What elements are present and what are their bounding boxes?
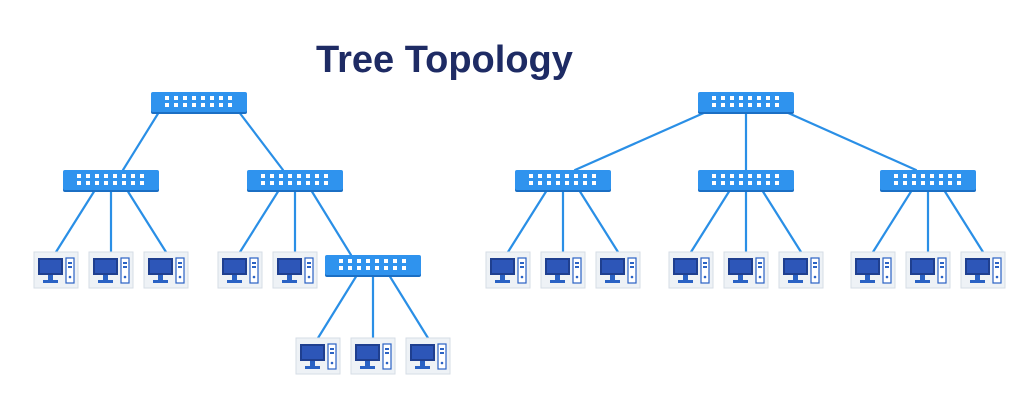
network-link: [309, 188, 353, 257]
network-link: [942, 188, 985, 254]
desktop-computer-icon: [668, 251, 714, 289]
network-link: [121, 110, 161, 172]
network-switch-icon: [698, 92, 794, 114]
desktop-computer-icon: [540, 251, 586, 289]
network-link: [871, 188, 914, 254]
nodes-layer: [33, 92, 1006, 375]
network-switch-icon: [63, 170, 159, 192]
network-link: [784, 110, 918, 172]
desktop-computer-icon: [143, 251, 189, 289]
network-link: [689, 188, 732, 254]
network-switch-icon: [151, 92, 247, 114]
network-link: [238, 188, 281, 254]
network-link: [237, 110, 285, 172]
network-switch-icon: [698, 170, 794, 192]
desktop-computer-icon: [88, 251, 134, 289]
network-link: [760, 188, 803, 254]
network-switch-icon: [515, 170, 611, 192]
desktop-computer-icon: [350, 337, 396, 375]
desktop-computer-icon: [905, 251, 951, 289]
desktop-computer-icon: [33, 251, 79, 289]
desktop-computer-icon: [295, 337, 341, 375]
network-switch-icon: [880, 170, 976, 192]
desktop-computer-icon: [723, 251, 769, 289]
network-link: [573, 110, 708, 172]
network-link: [387, 273, 430, 340]
network-link: [506, 188, 549, 254]
desktop-computer-icon: [960, 251, 1006, 289]
page-title: Tree Topology: [316, 39, 573, 81]
desktop-computer-icon: [217, 251, 263, 289]
desktop-computer-icon: [778, 251, 824, 289]
desktop-computer-icon: [405, 337, 451, 375]
desktop-computer-icon: [485, 251, 531, 289]
desktop-computer-icon: [595, 251, 641, 289]
desktop-computer-icon: [850, 251, 896, 289]
network-switch-icon: [247, 170, 343, 192]
desktop-computer-icon: [272, 251, 318, 289]
network-link: [577, 188, 620, 254]
links-layer: [54, 110, 985, 340]
network-link: [54, 188, 97, 254]
network-switch-icon: [325, 255, 421, 277]
network-link: [316, 273, 359, 340]
network-link: [125, 188, 168, 254]
